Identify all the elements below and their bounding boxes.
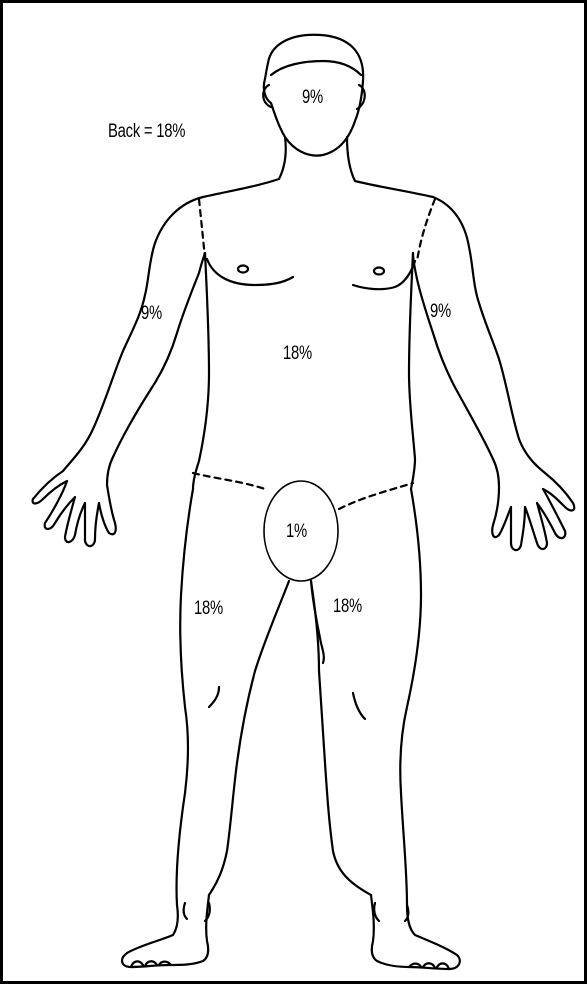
- left-leg-outer: [122, 489, 209, 967]
- right-arm-outer: [433, 197, 573, 503]
- right-arm-percent-label: 9%: [141, 303, 162, 325]
- trunk-front-percent-label: 18%: [283, 343, 312, 365]
- body-outline-figure: [3, 3, 584, 981]
- left-arm-inner: [113, 253, 205, 457]
- nipple-right: [374, 268, 384, 275]
- torso-right: [409, 253, 415, 489]
- knee-left: [209, 687, 219, 707]
- right-leg-percent-label: 18%: [194, 598, 223, 620]
- shoulder-divider-left: [199, 199, 205, 259]
- pectoral-right: [353, 261, 415, 289]
- left-arm-outer: [33, 197, 203, 499]
- hip-divider-left: [193, 473, 265, 489]
- ankle-right-b: [374, 903, 379, 921]
- head-percent-label: 9%: [302, 87, 323, 109]
- left-hand: [33, 457, 116, 546]
- left-leg-percent-label: 18%: [333, 596, 362, 618]
- pectoral-left: [207, 259, 293, 285]
- neck-right: [347, 137, 433, 197]
- right-hand: [492, 459, 574, 550]
- torso-left: [193, 253, 209, 489]
- ankle-left-a: [184, 903, 187, 919]
- hip-divider-right: [339, 483, 413, 509]
- hair-line: [271, 61, 361, 75]
- genitals-percent-label: 1%: [286, 521, 307, 543]
- right-arm-inner: [413, 253, 493, 459]
- right-leg-inner: [311, 581, 371, 895]
- left-arm-percent-label: 9%: [430, 301, 451, 323]
- left-leg-inner: [209, 581, 289, 895]
- back-label: Back = 18%: [108, 121, 185, 143]
- nipple-left: [238, 266, 248, 273]
- shoulder-divider-right: [417, 199, 435, 261]
- knee-right: [353, 693, 365, 719]
- neck-left: [203, 137, 286, 197]
- right-leg-outer: [371, 489, 460, 969]
